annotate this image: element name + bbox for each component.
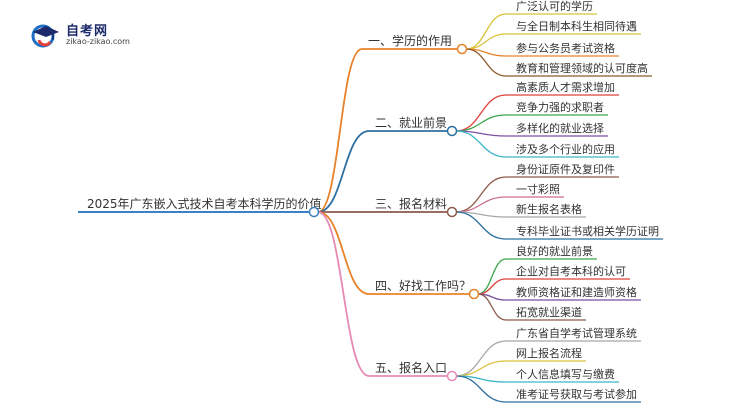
leaf-node-label[interactable]: 良好的就业前景 [516,244,593,258]
leaf-node-label[interactable]: 新生报名表格 [516,202,582,216]
branch-node-label[interactable]: 四、好找工作吗？ [375,279,471,293]
leaf-edge [477,293,507,321]
root-node-circle[interactable] [308,206,320,218]
branch-node-label[interactable]: 二、就业前景 [375,115,447,130]
leaf-edge [455,340,507,377]
leaf-edge [455,94,507,132]
root-node-label[interactable]: 2025年广东嵌入式技术自考本科学历的价值 [87,196,322,211]
branch-node-circle[interactable] [468,288,480,300]
logo-title: 自考网 [66,24,109,39]
leaf-edge [455,176,507,213]
leaf-edge [455,211,507,240]
leaf-node-label[interactable]: 专科毕业证书或相关学历证明 [516,224,659,238]
site-logo[interactable]: 自考网 zikao-zikao.com [30,18,150,52]
leaf-node-label[interactable]: 竞争力强的求职者 [516,100,604,114]
mind-map-edges [78,13,663,403]
branch-node-circle[interactable] [446,206,458,218]
leaf-node-label[interactable]: 个人信息填写与缴费 [516,367,615,381]
branch-node-label[interactable]: 三、报名材料 [375,196,447,211]
branch-node-label[interactable]: 五、报名入口 [375,360,447,375]
leaf-edge [465,13,507,50]
leaf-node-label[interactable]: 与全日制本科生相同待遇 [516,19,637,33]
branch-node-circle[interactable] [446,370,458,382]
branch-node-label[interactable]: 一、学历的作用 [368,33,452,48]
leaf-node-label[interactable]: 高素质人才需求增加 [516,80,615,94]
leaf-node-label[interactable]: 多样化的就业选择 [516,121,604,135]
leaf-node-label[interactable]: 身份证原件及复印件 [516,162,615,176]
leaf-node-label[interactable]: 一寸彩照 [516,182,560,196]
leaf-node-label[interactable]: 企业对自考本科的认可 [516,264,626,278]
branch-node-circle[interactable] [446,125,458,137]
leaf-node-label[interactable]: 网上报名流程 [516,346,582,360]
leaf-edge [477,258,507,295]
leaf-node-label[interactable]: 广东省自学考试管理系统 [516,326,637,340]
mind-map-nodes: 2025年广东嵌入式技术自考本科学历的价值 一、学历的作用 广泛认可的学历与全日制本… [87,0,659,401]
leaf-edge [455,130,507,158]
branch-edge [317,211,370,295]
leaf-edge [465,33,507,50]
leaf-edge [465,48,507,77]
leaf-node-label[interactable]: 教育和管理领域的认可度高 [516,61,648,75]
leaf-edge [455,196,507,213]
leaf-edge [455,360,507,377]
leaf-node-label[interactable]: 参与公务员考试资格 [516,41,615,55]
leaf-edge [455,375,507,403]
branch-edge [317,211,370,377]
leaf-node-label[interactable]: 准考证号获取与考试参加 [516,387,637,401]
branch-node-circle[interactable] [456,43,468,55]
leaf-node-label[interactable]: 涉及多个行业的应用 [516,142,615,156]
branch-edge [317,130,370,213]
leaf-node-label[interactable]: 拓宽就业渠道 [516,305,582,319]
logo-subtitle: zikao-zikao.com [66,37,130,46]
leaf-node-label[interactable]: 广泛认可的学历 [516,0,593,13]
branch-edge [317,48,363,213]
leaf-edge [477,278,507,295]
leaf-edge [455,114,507,132]
graduation-cap-icon [31,24,59,48]
leaf-node-label[interactable]: 教师资格证和建造师资格 [516,285,637,299]
